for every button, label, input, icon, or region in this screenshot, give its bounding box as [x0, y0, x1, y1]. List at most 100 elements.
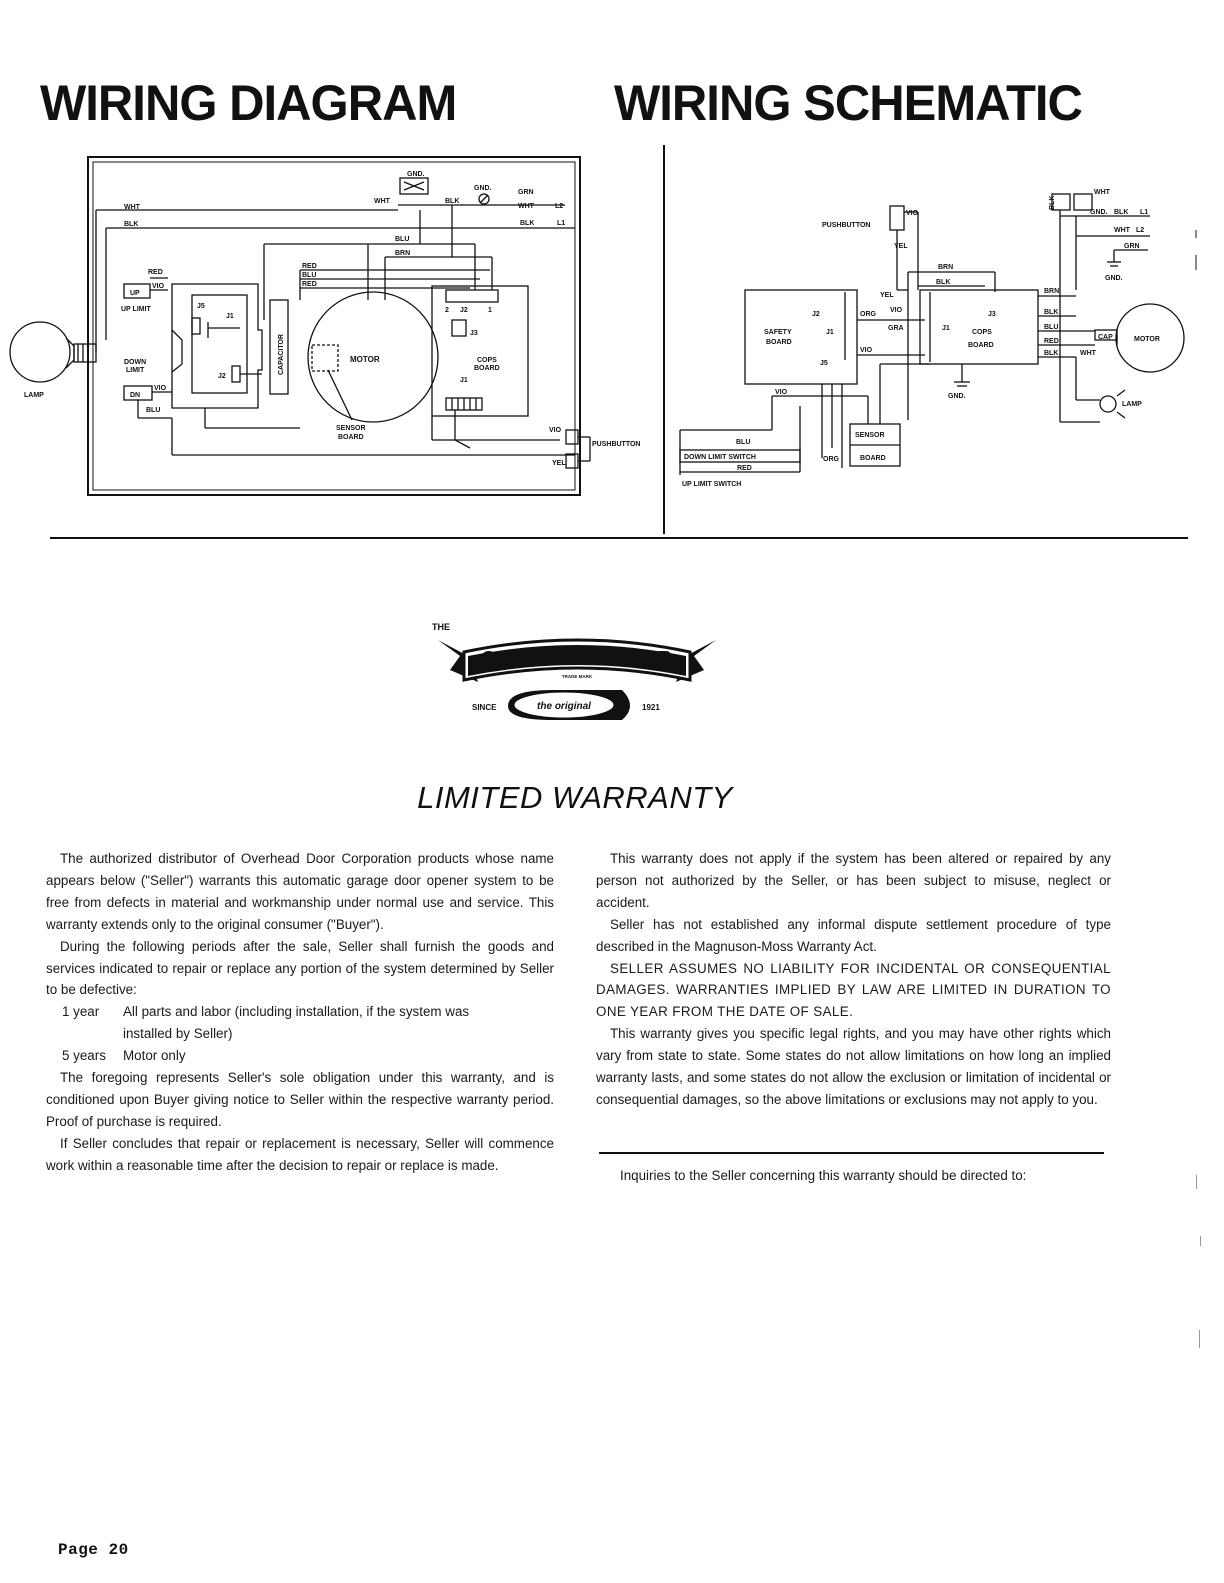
margin-speck — [1200, 1236, 1201, 1246]
svg-text:SENSOR: SENSOR — [855, 432, 885, 439]
svg-text:J3: J3 — [470, 330, 478, 337]
warranty-paragraph: This warranty gives you specific legal r… — [596, 1026, 1111, 1107]
svg-text:2: 2 — [445, 307, 449, 314]
svg-text:L1: L1 — [1140, 209, 1148, 216]
svg-text:BLU: BLU — [736, 439, 750, 446]
wiring-figures: LAMP WHT BLK GND. WHT BLK GND. GRN WHT L… — [9, 145, 1197, 539]
svg-text:VIO: VIO — [775, 389, 788, 396]
svg-text:BRN: BRN — [1044, 288, 1059, 295]
svg-text:J2: J2 — [812, 311, 820, 318]
svg-text:J1: J1 — [942, 325, 950, 332]
warranty-paragraph: During the following periods after the s… — [46, 938, 554, 998]
svg-text:WHT: WHT — [1080, 350, 1097, 357]
svg-text:UP LIMIT SWITCH: UP LIMIT SWITCH — [682, 481, 741, 488]
svg-text:GND.: GND. — [948, 393, 966, 400]
svg-text:BOARD: BOARD — [338, 434, 364, 441]
svg-text:J1: J1 — [460, 377, 468, 384]
svg-text:DN: DN — [130, 392, 140, 399]
svg-text:RED: RED — [148, 269, 163, 276]
lamp-label: LAMP — [24, 392, 44, 399]
svg-text:CAP: CAP — [1098, 334, 1113, 341]
svg-text:DOWN: DOWN — [124, 359, 146, 366]
warranty-title: LIMITED WARRANTY — [417, 780, 733, 815]
warranty-disclaimer: SELLER ASSUMES NO LIABILITY FOR INCIDENT… — [596, 960, 1111, 1020]
svg-text:PUSHBUTTON: PUSHBUTTON — [592, 441, 640, 448]
svg-text:BOARD: BOARD — [474, 365, 500, 372]
warranty-paragraph: If Seller concludes that repair or repla… — [46, 1135, 554, 1173]
svg-text:L1: L1 — [557, 220, 565, 227]
svg-text:BLK: BLK — [445, 198, 459, 205]
svg-text:SAFETY: SAFETY — [764, 329, 792, 336]
svg-text:WHT: WHT — [518, 203, 535, 210]
wiring-schematic-heading: WIRING SCHEMATIC — [614, 75, 1083, 131]
svg-text:GRN: GRN — [1124, 243, 1140, 250]
inquiry-text: Inquiries to the Seller concerning this … — [620, 1168, 1027, 1183]
brand-name: OVERHEAD DOOR — [481, 648, 673, 670]
svg-text:BRN: BRN — [395, 250, 410, 257]
svg-text:WHT: WHT — [1094, 189, 1111, 196]
warranty-paragraph: This warranty does not apply if the syst… — [596, 851, 1111, 910]
wiring-schematic-figure: PUSHBUTTON VIO YEL BRN BLK SAFETY BOARD … — [679, 189, 1185, 488]
svg-text:J2: J2 — [218, 373, 226, 380]
svg-text:WHT: WHT — [124, 204, 141, 211]
lamp-icon — [9, 321, 97, 383]
svg-text:DOWN LIMIT SWITCH: DOWN LIMIT SWITCH — [684, 454, 756, 461]
svg-text:BOARD: BOARD — [860, 455, 886, 462]
warranty-left-column: The authorized distributor of Overhead D… — [46, 848, 554, 1177]
svg-text:RED: RED — [737, 465, 752, 472]
svg-text:WHT: WHT — [1114, 227, 1131, 234]
svg-text:1921: 1921 — [642, 703, 660, 712]
svg-text:SENSOR: SENSOR — [336, 425, 366, 432]
svg-text:VIO: VIO — [906, 210, 919, 217]
svg-text:ORG: ORG — [860, 311, 877, 318]
svg-text:BOARD: BOARD — [766, 339, 792, 346]
svg-text:VIO: VIO — [549, 427, 562, 434]
margin-speck — [1196, 1175, 1197, 1189]
svg-text:GRA: GRA — [888, 325, 904, 332]
svg-text:GND.: GND. — [1090, 209, 1108, 216]
svg-text:YEL: YEL — [552, 460, 566, 467]
svg-text:BLK: BLK — [124, 221, 138, 228]
svg-text:COPS: COPS — [972, 329, 992, 336]
svg-text:J1: J1 — [826, 329, 834, 336]
svg-text:PUSHBUTTON: PUSHBUTTON — [822, 222, 870, 229]
svg-text:1: 1 — [488, 307, 492, 314]
svg-text:VIO: VIO — [154, 385, 167, 392]
warranty-paragraph: The foregoing represents Seller's sole o… — [46, 1070, 554, 1129]
brand-original: the original — [537, 701, 591, 712]
svg-text:BLK: BLK — [936, 279, 950, 286]
svg-text:L2: L2 — [555, 203, 563, 210]
svg-text:J1: J1 — [226, 313, 234, 320]
wiring-diagram-figure: LAMP WHT BLK GND. WHT BLK GND. GRN WHT L… — [9, 156, 640, 496]
svg-text:GRN: GRN — [518, 189, 534, 196]
svg-text:BLK: BLK — [1114, 209, 1128, 216]
svg-text:BRN: BRN — [938, 264, 953, 271]
svg-text:SINCE: SINCE — [472, 703, 497, 712]
svg-text:VIO: VIO — [890, 307, 903, 314]
svg-text:RED: RED — [302, 263, 317, 270]
svg-text:LIMIT: LIMIT — [126, 367, 145, 374]
svg-text:J5: J5 — [197, 303, 205, 310]
svg-text:THE: THE — [432, 622, 450, 632]
svg-text:GND.: GND. — [474, 185, 492, 192]
svg-text:J2: J2 — [460, 307, 468, 314]
svg-text:BOARD: BOARD — [968, 342, 994, 349]
svg-text:UP LIMIT: UP LIMIT — [121, 306, 152, 313]
svg-text:VIO: VIO — [152, 283, 165, 290]
svg-text:BLU: BLU — [395, 236, 409, 243]
wiring-diagram-heading: WIRING DIAGRAM — [40, 75, 457, 131]
svg-text:CAPACITOR: CAPACITOR — [278, 334, 285, 375]
svg-text:BLU: BLU — [146, 407, 160, 414]
margin-speck — [1199, 1330, 1200, 1348]
svg-text:BLK: BLK — [1044, 309, 1058, 316]
svg-text:RED: RED — [302, 281, 317, 288]
warranty-paragraph: The authorized distributor of Overhead D… — [46, 851, 554, 932]
svg-text:YEL: YEL — [894, 243, 908, 250]
svg-text:RED: RED — [1044, 338, 1059, 345]
schematic-motor-symbol — [1115, 303, 1185, 373]
svg-text:L2: L2 — [1136, 227, 1144, 234]
schematic-lamp-icon — [1099, 395, 1117, 413]
svg-text:COPS: COPS — [477, 357, 497, 364]
svg-text:WHT: WHT — [374, 198, 391, 205]
